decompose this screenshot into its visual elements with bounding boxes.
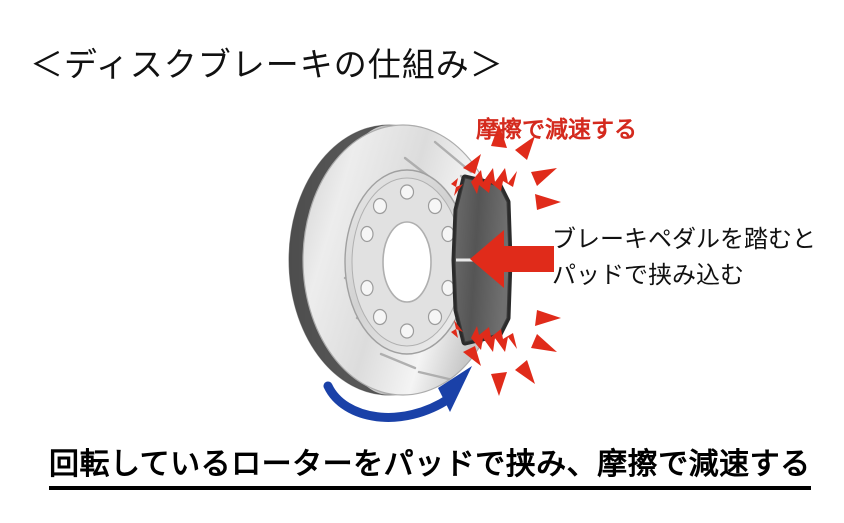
spark-burst-top [463, 124, 561, 210]
friction-annotation-label: 摩擦で減速する [476, 116, 637, 142]
pad-force-arrow [468, 230, 554, 288]
friction-marks [451, 178, 463, 338]
disc-brake-rotor-illustration [285, 110, 575, 410]
pedal-annotation-line-1: ブレーキペダルを踏むと [552, 226, 816, 253]
spark-burst-bottom [463, 310, 561, 396]
hub-hole [382, 221, 432, 303]
bolt-holes [360, 184, 455, 339]
pedal-annotation-line-2: パッドで挟み込む [552, 262, 744, 289]
page-title: ＜ディスクブレーキの仕組み＞ [30, 46, 504, 83]
pedal-annotation: ブレーキペダルを踏むと パッドで挟み込む [552, 222, 816, 294]
rotation-direction-arrow [322, 358, 502, 428]
summary-caption: 回転しているローターをパッドで挟み、摩擦で減速する [49, 446, 811, 490]
rotor-face [302, 124, 504, 396]
